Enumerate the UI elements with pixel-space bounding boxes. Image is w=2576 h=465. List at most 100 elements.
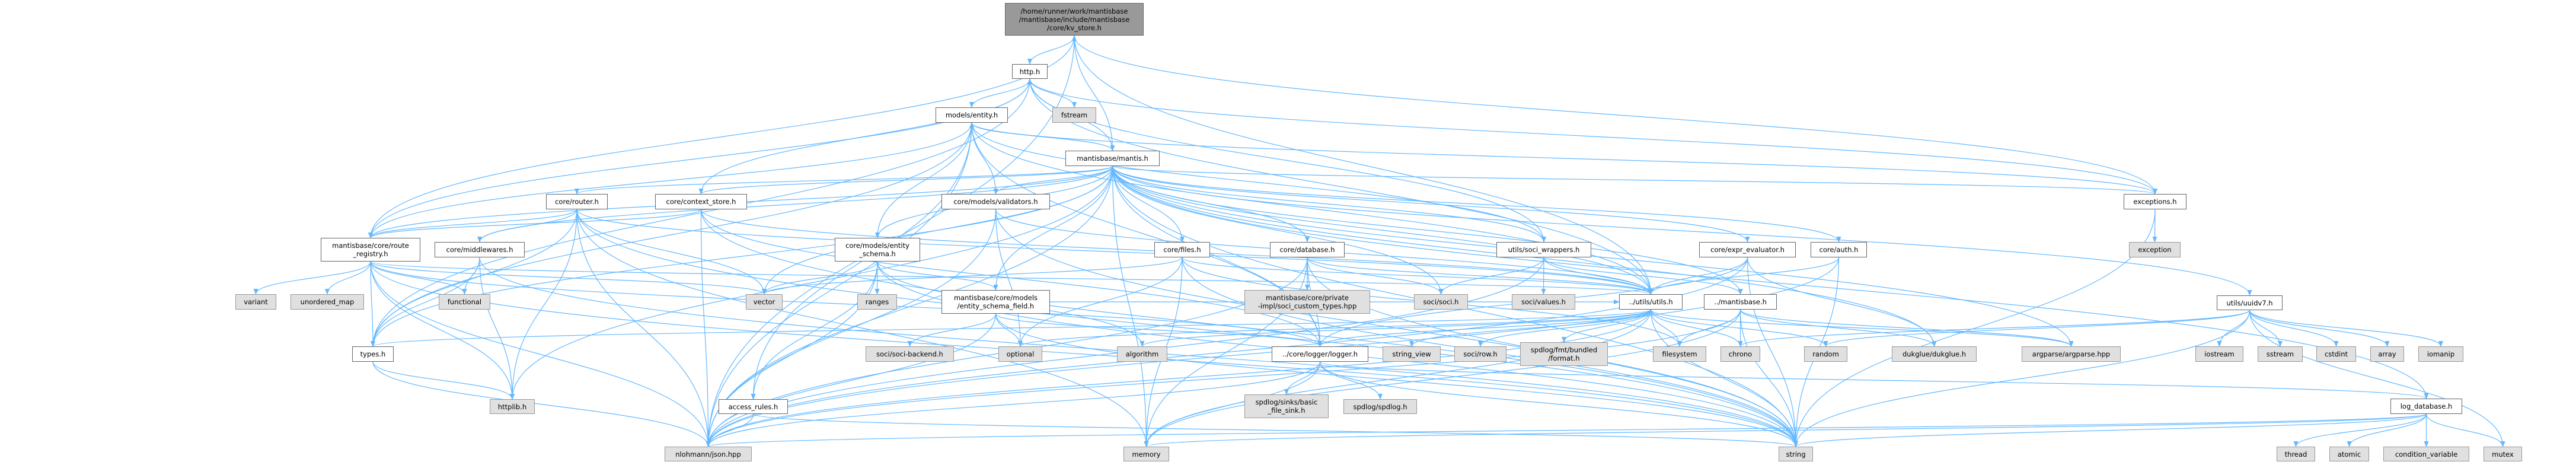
node-array[interactable]: array [2370,346,2404,362]
node-context-store[interactable]: core/context_store.h [655,194,747,209]
node-utils[interactable]: ../utils/utils.h [1619,294,1683,310]
edge-context_store-to-route_registry [368,209,702,238]
edge-logger-to-spdlog [1319,361,1383,400]
node-vector[interactable]: vector [746,294,783,310]
node-files[interactable]: core/files.h [1154,242,1210,257]
node-string[interactable]: string [1779,447,1813,461]
node-exceptions[interactable]: exceptions.h [2124,194,2186,209]
node-label-line: types.h [360,350,386,358]
node-optional[interactable]: optional [998,346,1042,362]
node-fstream[interactable]: fstream [1052,107,1096,123]
node-log-database[interactable]: log_database.h [2390,399,2462,414]
edge-mantis-to-vector [762,165,1113,295]
node-database[interactable]: core/database.h [1270,242,1345,257]
node-uuidv7[interactable]: utils/uuidv7.h [2217,295,2283,310]
node-json[interactable]: nlohmann/json.hpp [665,447,752,461]
node-atomic[interactable]: atomic [2329,447,2369,461]
edge-entity_schema_field-to-soci_backend [907,313,997,347]
node-label-line: iomanip [2427,350,2455,358]
node-random[interactable]: random [1804,346,1847,362]
edge-entity-to-route_registry [368,122,972,238]
edge-mantis-to-entity_schema_field [993,165,1113,291]
node-functional[interactable]: functional [439,294,490,310]
edge-uuidv7-to-mutex [2249,310,2505,447]
edge-kv_store-to-utils [1074,35,1654,295]
edge-logger-to-log_database [1319,361,2428,399]
node-soci-backend[interactable]: soci/soci-backend.h [866,346,954,362]
edge-router-to-middlewares [477,209,577,243]
node-auth[interactable]: core/auth.h [1811,242,1867,257]
edge-mantis-to-json [706,165,1113,447]
node-label-line: /mantisbase/include/mantisbase [1019,15,1130,24]
node-sstream[interactable]: sstream [2258,346,2303,362]
node-access-rules[interactable]: access_rules.h [719,399,788,414]
node-logger[interactable]: ../core/logger/logger.h [1272,346,1368,362]
node-string-view[interactable]: string_view [1383,346,1441,362]
node-entity-schema-field[interactable]: mantisbase/core/models/entity_schema_fie… [941,290,1050,314]
node-argparse[interactable]: argparse/argparse.hpp [2022,346,2121,362]
node-http[interactable]: http.h [1012,64,1048,79]
node-label-line: httplib.h [497,402,527,411]
edge-soci_wrappers-to-utils [1543,257,1654,295]
node-label-line: nlohmann/json.hpp [675,450,741,458]
node-dukglue[interactable]: dukglue/dukglue.h [1892,346,1977,362]
edge-utils-to-types [371,309,1652,347]
node-basic-sink[interactable]: spdlog/sinks/basic_file_sink.h [1244,394,1329,418]
node-soci-row[interactable]: soci/row.h [1454,346,1506,362]
edge-kv_store-to-exceptions [1074,35,2157,195]
node-middlewares[interactable]: core/middlewares.h [435,242,525,257]
edge-files-to-utils [1182,257,1654,295]
node-kv-store[interactable]: /home/runner/work/mantisbase/mantisbase/… [1005,3,1144,36]
node-soci-wrappers[interactable]: utils/soci_wrappers.h [1496,242,1591,257]
edge-types-to-httplib [372,361,515,400]
edge-types-to-json [372,361,711,447]
edge-log_database-to-memory [1144,413,2427,447]
node-unordered-map[interactable]: unordered_map [291,294,364,310]
node-types[interactable]: types.h [352,346,394,362]
node-chrono[interactable]: chrono [1720,346,1760,362]
node-validators[interactable]: core/models/validators.h [941,194,1050,209]
node-exception[interactable]: exception [2129,242,2181,257]
node-label-line: string_view [1392,350,1431,358]
edge-uuidv7-to-sstream [2249,310,2283,347]
node-variant[interactable]: variant [235,294,276,310]
edge-entity_schema_field-to-json [706,313,997,447]
node-iostream[interactable]: iostream [2195,346,2243,362]
node-algorithm[interactable]: algorithm [1117,346,1167,362]
edge-router-to-httplib [510,209,577,400]
node-soci-values[interactable]: soci/values.h [1512,294,1575,310]
node-httplib[interactable]: httplib.h [490,399,535,414]
node-label-line: spdlog/spdlog.h [1353,402,1407,411]
node-ranges[interactable]: ranges [857,294,897,310]
node-label-line: soci/soci.h [1423,298,1459,306]
node-label-line: exception [2138,246,2172,254]
node-label-line: argparse/argparse.hpp [2032,350,2111,358]
node-mantis[interactable]: mantisbase/mantis.h [1065,151,1160,166]
node-mutex[interactable]: mutex [2484,447,2522,461]
node-router[interactable]: core/router.h [546,194,608,209]
node-iomanip[interactable]: iomanip [2418,346,2463,362]
node-soci-custom[interactable]: mantisbase/core/private-impl/soci_custom… [1244,290,1370,314]
node-entity-schema[interactable]: core/models/entity_schema.h [835,238,920,262]
node-filesystem[interactable]: filesystem [1653,346,1706,362]
node-cstdint[interactable]: cstdint [2316,346,2356,362]
node-label-line: utils/soci_wrappers.h [1508,246,1580,254]
edge-http-to-utils [1029,78,1654,295]
node-condition-variable[interactable]: condition_variable [2383,447,2469,461]
node-route-registry[interactable]: mantisbase/core/route_registry.h [321,238,420,262]
node-soci[interactable]: soci/soci.h [1414,294,1468,310]
node-spdlog[interactable]: spdlog/spdlog.h [1343,399,1417,414]
node-mantisbase[interactable]: ../mantisbase.h [1704,294,1777,310]
node-fmt[interactable]: spdlog/fmt/bundled/format.h [1520,342,1608,366]
node-memory[interactable]: memory [1123,447,1169,461]
edge-log_database-to-string [1793,413,2427,447]
node-label-line: iostream [2204,350,2235,358]
node-expr-evaluator[interactable]: core/expr_evaluator.h [1699,242,1796,257]
edge-mantis-to-auth [1112,165,1841,243]
node-label-line: thread [2284,450,2307,458]
edge-utils-to-algorithm [1139,309,1652,347]
node-thread[interactable]: thread [2277,447,2315,461]
edge-mantis-to-expr_evaluator [1112,165,1750,243]
node-entity[interactable]: models/entity.h [936,107,1008,123]
